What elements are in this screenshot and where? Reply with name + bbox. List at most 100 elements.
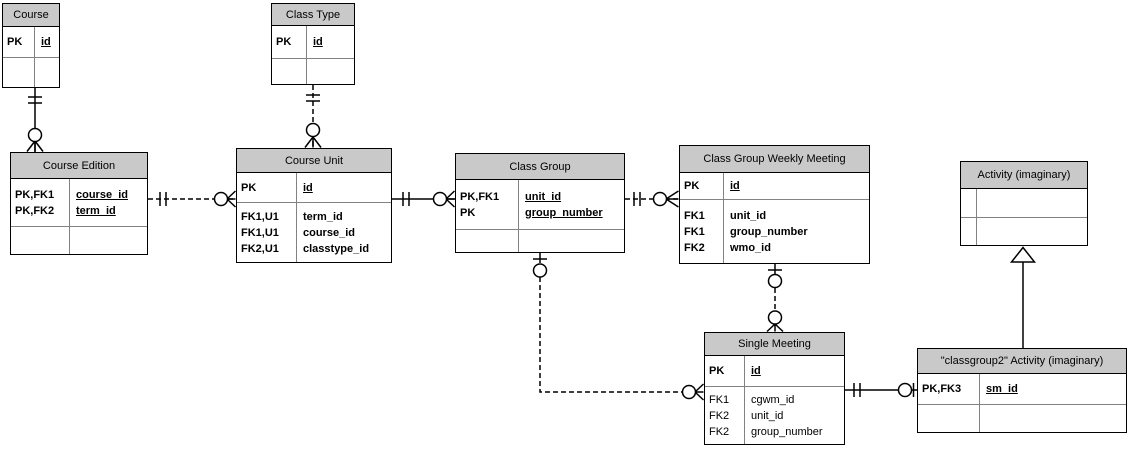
attr-name: classtype_id (303, 242, 370, 255)
rel-course-edition-to-course-unit (148, 190, 237, 208)
entity-class-type[interactable]: Class Type PK id (271, 3, 355, 85)
rel-class-type-to-course-unit (304, 85, 322, 148)
rel-course-unit-to-class-group (392, 190, 456, 208)
key-attribute: unit_id (525, 190, 562, 203)
key-label: PK (709, 365, 725, 377)
attr-label: FK1 (684, 225, 705, 238)
empty-key-section (961, 189, 1087, 217)
key-row: PK id (680, 178, 869, 194)
key-attribute: id (41, 36, 51, 48)
key-attribute: course_id (76, 188, 128, 201)
entity-class-group-weekly-meeting[interactable]: Class Group Weekly Meeting PK id FK1 uni… (679, 145, 870, 264)
entity-course[interactable]: Course PK id (2, 3, 60, 88)
column-divider (69, 179, 70, 254)
entity-cgwm-title: Class Group Weekly Meeting (680, 146, 869, 173)
entity-activity-imaginary[interactable]: Activity (imaginary) (960, 161, 1088, 246)
column-divider (34, 27, 35, 87)
key-label: PK (276, 36, 292, 48)
attr-name: wmo_id (730, 241, 771, 254)
attr-name: course_id (303, 226, 355, 239)
attr-label: FK1 (709, 393, 730, 406)
attr-row: FK1,U1 course_id (237, 225, 391, 241)
key-label: PK,FK1 (460, 190, 500, 203)
attr-row: FK1 cgwm_id (705, 392, 844, 408)
column-divider (979, 374, 980, 432)
attr-label: FK2 (684, 241, 705, 254)
key-row: PK,FK1 unit_id (456, 189, 624, 205)
entity-course-unit-title: Course Unit (237, 149, 391, 173)
column-divider (306, 26, 307, 84)
entity-course-unit[interactable]: Course Unit PK id FK1,U1 term_id FK1,U1 … (236, 148, 392, 263)
entity-single-meeting-title: Single Meeting (705, 333, 844, 356)
rel-generalization-classgroup2-to-activity (1009, 246, 1037, 348)
attr-row: FK1 group_number (680, 224, 869, 240)
attr-label: FK1 (684, 209, 705, 222)
key-attribute: term_id (76, 204, 116, 217)
rel-class-group-to-single-meeting (532, 253, 705, 401)
column-divider (723, 173, 724, 263)
attr-name: cgwm_id (751, 393, 795, 406)
key-row: PK,FK3 sm_id (918, 381, 1126, 397)
column-divider (976, 189, 977, 245)
attr-row: FK1 unit_id (680, 208, 869, 224)
key-row: PK id (237, 180, 391, 196)
column-divider (518, 180, 519, 252)
entity-class-type-title: Class Type (272, 4, 354, 26)
attr-row: FK1,U1 term_id (237, 209, 391, 225)
entity-classgroup2-activity[interactable]: "classgroup2" Activity (imaginary) PK,FK… (917, 348, 1127, 433)
key-attribute: id (751, 365, 761, 377)
empty-attr-section (272, 58, 354, 84)
key-row: PK group_number (456, 205, 624, 221)
entity-class-group-title: Class Group (456, 154, 624, 180)
empty-attr-section (11, 226, 147, 254)
key-label: PK (7, 36, 23, 48)
entity-course-title: Course (3, 4, 59, 27)
empty-attr-section (456, 229, 624, 252)
attr-label: FK2 (709, 409, 730, 422)
attr-label: FK1,U1 (241, 226, 279, 239)
attr-row: FK2 unit_id (705, 408, 844, 424)
key-attribute: id (313, 36, 323, 48)
key-label: PK (460, 206, 476, 219)
rel-course-to-course-edition (26, 88, 44, 152)
entity-activity-title: Activity (imaginary) (961, 162, 1087, 189)
empty-attr-section (3, 57, 59, 87)
key-attribute: group_number (525, 206, 603, 219)
attr-label: FK2,U1 (241, 242, 279, 255)
column-divider (296, 173, 297, 262)
attr-name: group_number (730, 225, 808, 238)
key-label: PK (684, 180, 700, 192)
attr-name: term_id (303, 210, 343, 223)
empty-attr-section (918, 404, 1126, 432)
entity-course-edition[interactable]: Course Edition PK,FK1 course_id PK,FK2 t… (10, 152, 148, 255)
key-row: PK id (705, 363, 844, 379)
attr-name: unit_id (751, 409, 784, 422)
entity-class-group[interactable]: Class Group PK,FK1 unit_id PK group_numb… (455, 153, 625, 253)
attr-row: FK2 group_number (705, 424, 844, 440)
key-row: PK id (272, 34, 354, 50)
rel-single-meeting-to-classgroup2-activity (845, 382, 917, 398)
key-attribute: id (303, 181, 313, 194)
attr-label: FK1,U1 (241, 210, 279, 223)
column-divider (744, 356, 745, 444)
entity-course-edition-title: Course Edition (11, 153, 147, 179)
attr-name: group_number (751, 425, 823, 438)
attr-label: FK2 (709, 425, 730, 438)
key-attribute: sm_id (986, 383, 1018, 395)
rel-class-group-weekly-meeting-to-single-meeting (766, 264, 784, 333)
empty-attr-section (961, 217, 1087, 245)
key-attribute: id (730, 180, 740, 192)
attr-name: unit_id (730, 209, 767, 222)
rel-class-group-to-class-group-weekly-meeting (625, 190, 679, 208)
key-label: PK,FK3 (922, 383, 962, 395)
key-row: PK,FK1 course_id (11, 187, 147, 203)
key-label: PK,FK2 (15, 204, 55, 217)
attr-row: FK2 wmo_id (680, 240, 869, 256)
entity-classgroup2-activity-title: "classgroup2" Activity (imaginary) (918, 349, 1126, 374)
entity-single-meeting[interactable]: Single Meeting PK id FK1 cgwm_id FK2 uni… (704, 332, 845, 445)
key-row: PK id (3, 34, 59, 50)
key-label: PK (241, 181, 257, 194)
key-label: PK,FK1 (15, 188, 55, 201)
